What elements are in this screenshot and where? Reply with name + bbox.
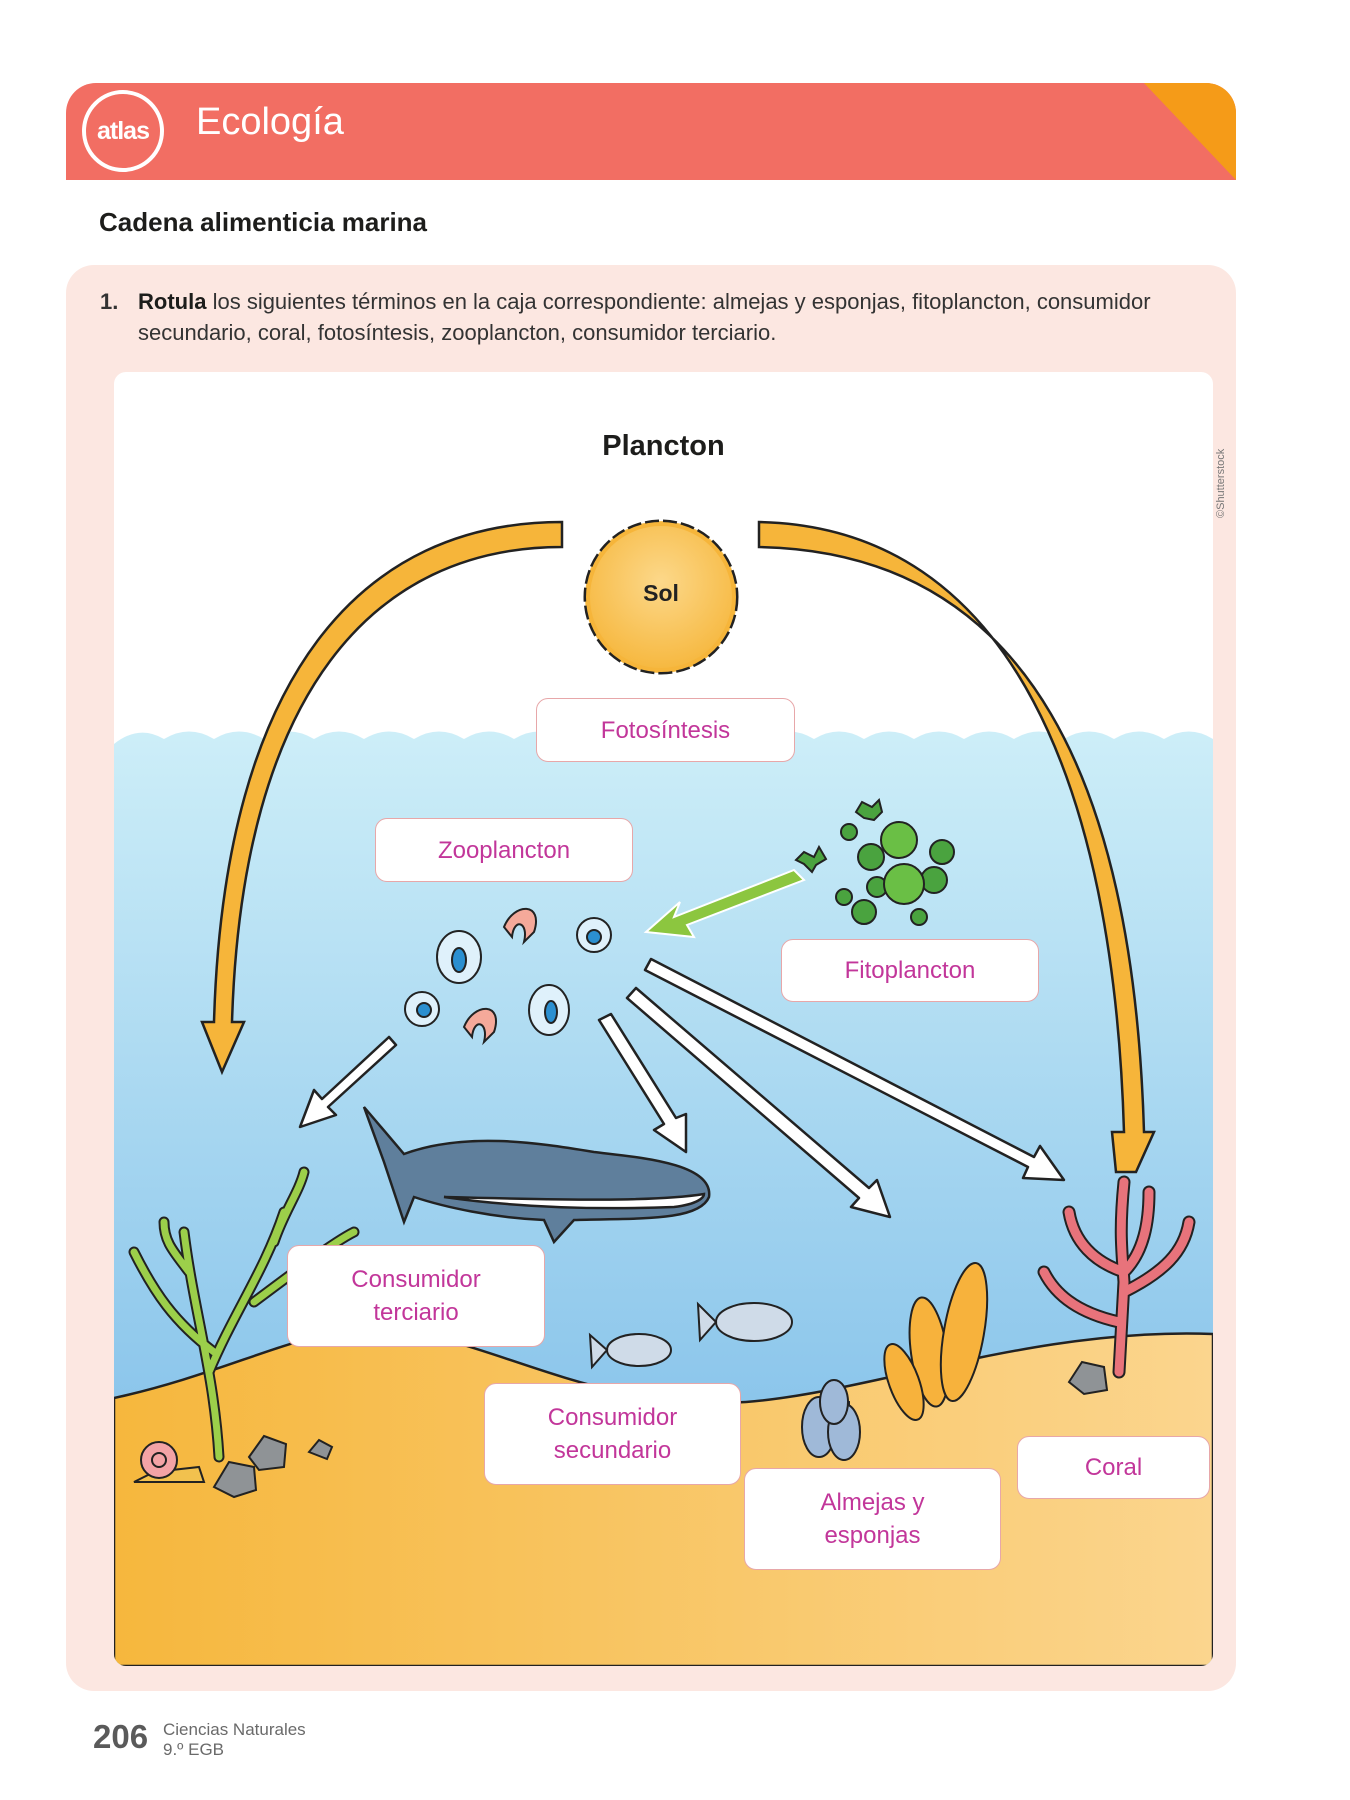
energy-arrow-to-terciario	[298, 1035, 398, 1129]
sunlight-arrow-right	[757, 520, 1156, 1174]
fish-icon-part	[696, 1301, 718, 1343]
phytoplankton-icon-part	[880, 821, 918, 859]
rocks-icon-part	[247, 1434, 288, 1472]
zooplankton-icon-part	[586, 929, 602, 945]
chapter-title: Ecología	[196, 101, 344, 143]
header-corner-accent	[1144, 83, 1236, 180]
page-number: 206	[93, 1718, 149, 1755]
phytoplankton-icon-part	[910, 908, 928, 926]
energy-arrow-green	[643, 868, 806, 939]
activity-instruction: 1. Rotula los siguientes términos en la …	[100, 286, 1210, 348]
subject-name: Ciencias Naturales	[163, 1720, 306, 1739]
snail-icon	[133, 1441, 206, 1483]
shark-icon	[362, 1106, 711, 1245]
zooplankton-icon-part	[462, 1007, 497, 1046]
zooplankton-icon	[404, 907, 612, 1046]
coral-fill-part	[1039, 1177, 1194, 1377]
label-box-fitoplancton[interactable]: Fitoplancton	[781, 939, 1039, 1002]
phytoplankton-icon-part	[794, 844, 828, 874]
energy-arrow-to-almejas	[625, 986, 892, 1219]
fish-icon-part	[588, 1332, 609, 1370]
activity-verb: Rotula	[138, 289, 207, 314]
image-credit: ©Shutterstock	[1215, 448, 1227, 518]
fish-icon-part	[715, 1302, 793, 1342]
label-box-almejas-esponjas[interactable]: Almejas y esponjas	[744, 1468, 1001, 1570]
phytoplankton-icon-part	[835, 888, 853, 906]
rocks-icon-part	[1067, 1360, 1109, 1396]
food-chain-diagram: Plancton Sol Fotosíntesis Zooplancton Fi…	[114, 372, 1213, 1666]
zooplankton-icon-part	[544, 1000, 558, 1024]
phytoplankton-icon-part	[929, 839, 955, 865]
sponges-icon-part	[939, 1261, 989, 1403]
sunlight-arrow-left	[200, 520, 564, 1076]
phytoplankton-icon-part	[840, 823, 858, 841]
section-title: Cadena alimenticia marina	[99, 207, 428, 237]
snail-icon-part	[151, 1452, 167, 1468]
energy-arrow-to-coral	[643, 957, 1066, 1182]
rocks-icon-part	[307, 1438, 334, 1461]
label-box-fotosintesis[interactable]: Fotosíntesis	[536, 698, 795, 762]
seaweed-fill-part	[130, 1168, 358, 1461]
course-info: Ciencias Naturales 9.º EGB	[163, 1720, 306, 1760]
sun-icon	[583, 519, 739, 675]
fish-icon	[588, 1301, 793, 1370]
fish-icon-part	[606, 1333, 672, 1367]
zooplankton-icon-part	[502, 907, 537, 946]
grade-level: 9.º EGB	[163, 1740, 225, 1759]
label-box-consumidor-secundario[interactable]: Consumidor secundario	[484, 1383, 741, 1485]
label-box-coral[interactable]: Coral	[1017, 1436, 1210, 1499]
sponges-icon-part	[883, 1343, 925, 1421]
clams-icon-part	[819, 1379, 849, 1425]
clams-icon	[801, 1379, 861, 1461]
phytoplankton-icon-part	[851, 899, 877, 925]
phytoplankton-icon-part	[920, 866, 948, 894]
label-box-consumidor-terciario[interactable]: Consumidor terciario	[287, 1245, 545, 1347]
sun-label: Sol	[643, 580, 679, 606]
shark-icon-part	[443, 1192, 706, 1210]
diagram-title: Plancton	[602, 430, 725, 462]
phytoplankton-icon-part	[883, 863, 925, 905]
sun-icon-part	[583, 519, 739, 675]
phytoplankton-icon-part	[857, 843, 885, 871]
energy-arrow-to-secundario	[597, 1012, 688, 1154]
atlas-logo: atlas	[82, 90, 164, 172]
seaweed-fill	[130, 1168, 358, 1461]
activity-text: los siguientes términos en la caja corre…	[138, 289, 1151, 345]
chapter-header: atlas Ecología	[66, 83, 1236, 180]
coral-fill	[1039, 1177, 1194, 1377]
activity-number: 1.	[100, 289, 119, 314]
sponges-icon	[883, 1261, 989, 1421]
snail-icon-part	[140, 1441, 178, 1479]
label-box-zooplancton[interactable]: Zooplancton	[375, 818, 633, 882]
zooplankton-icon-part	[416, 1002, 432, 1018]
zooplankton-icon-part	[451, 947, 467, 973]
sun-icon-part	[586, 522, 736, 672]
rocks-icon-part	[212, 1460, 258, 1499]
phytoplankton-icon	[794, 798, 955, 926]
phytoplankton-icon-part	[854, 798, 884, 822]
